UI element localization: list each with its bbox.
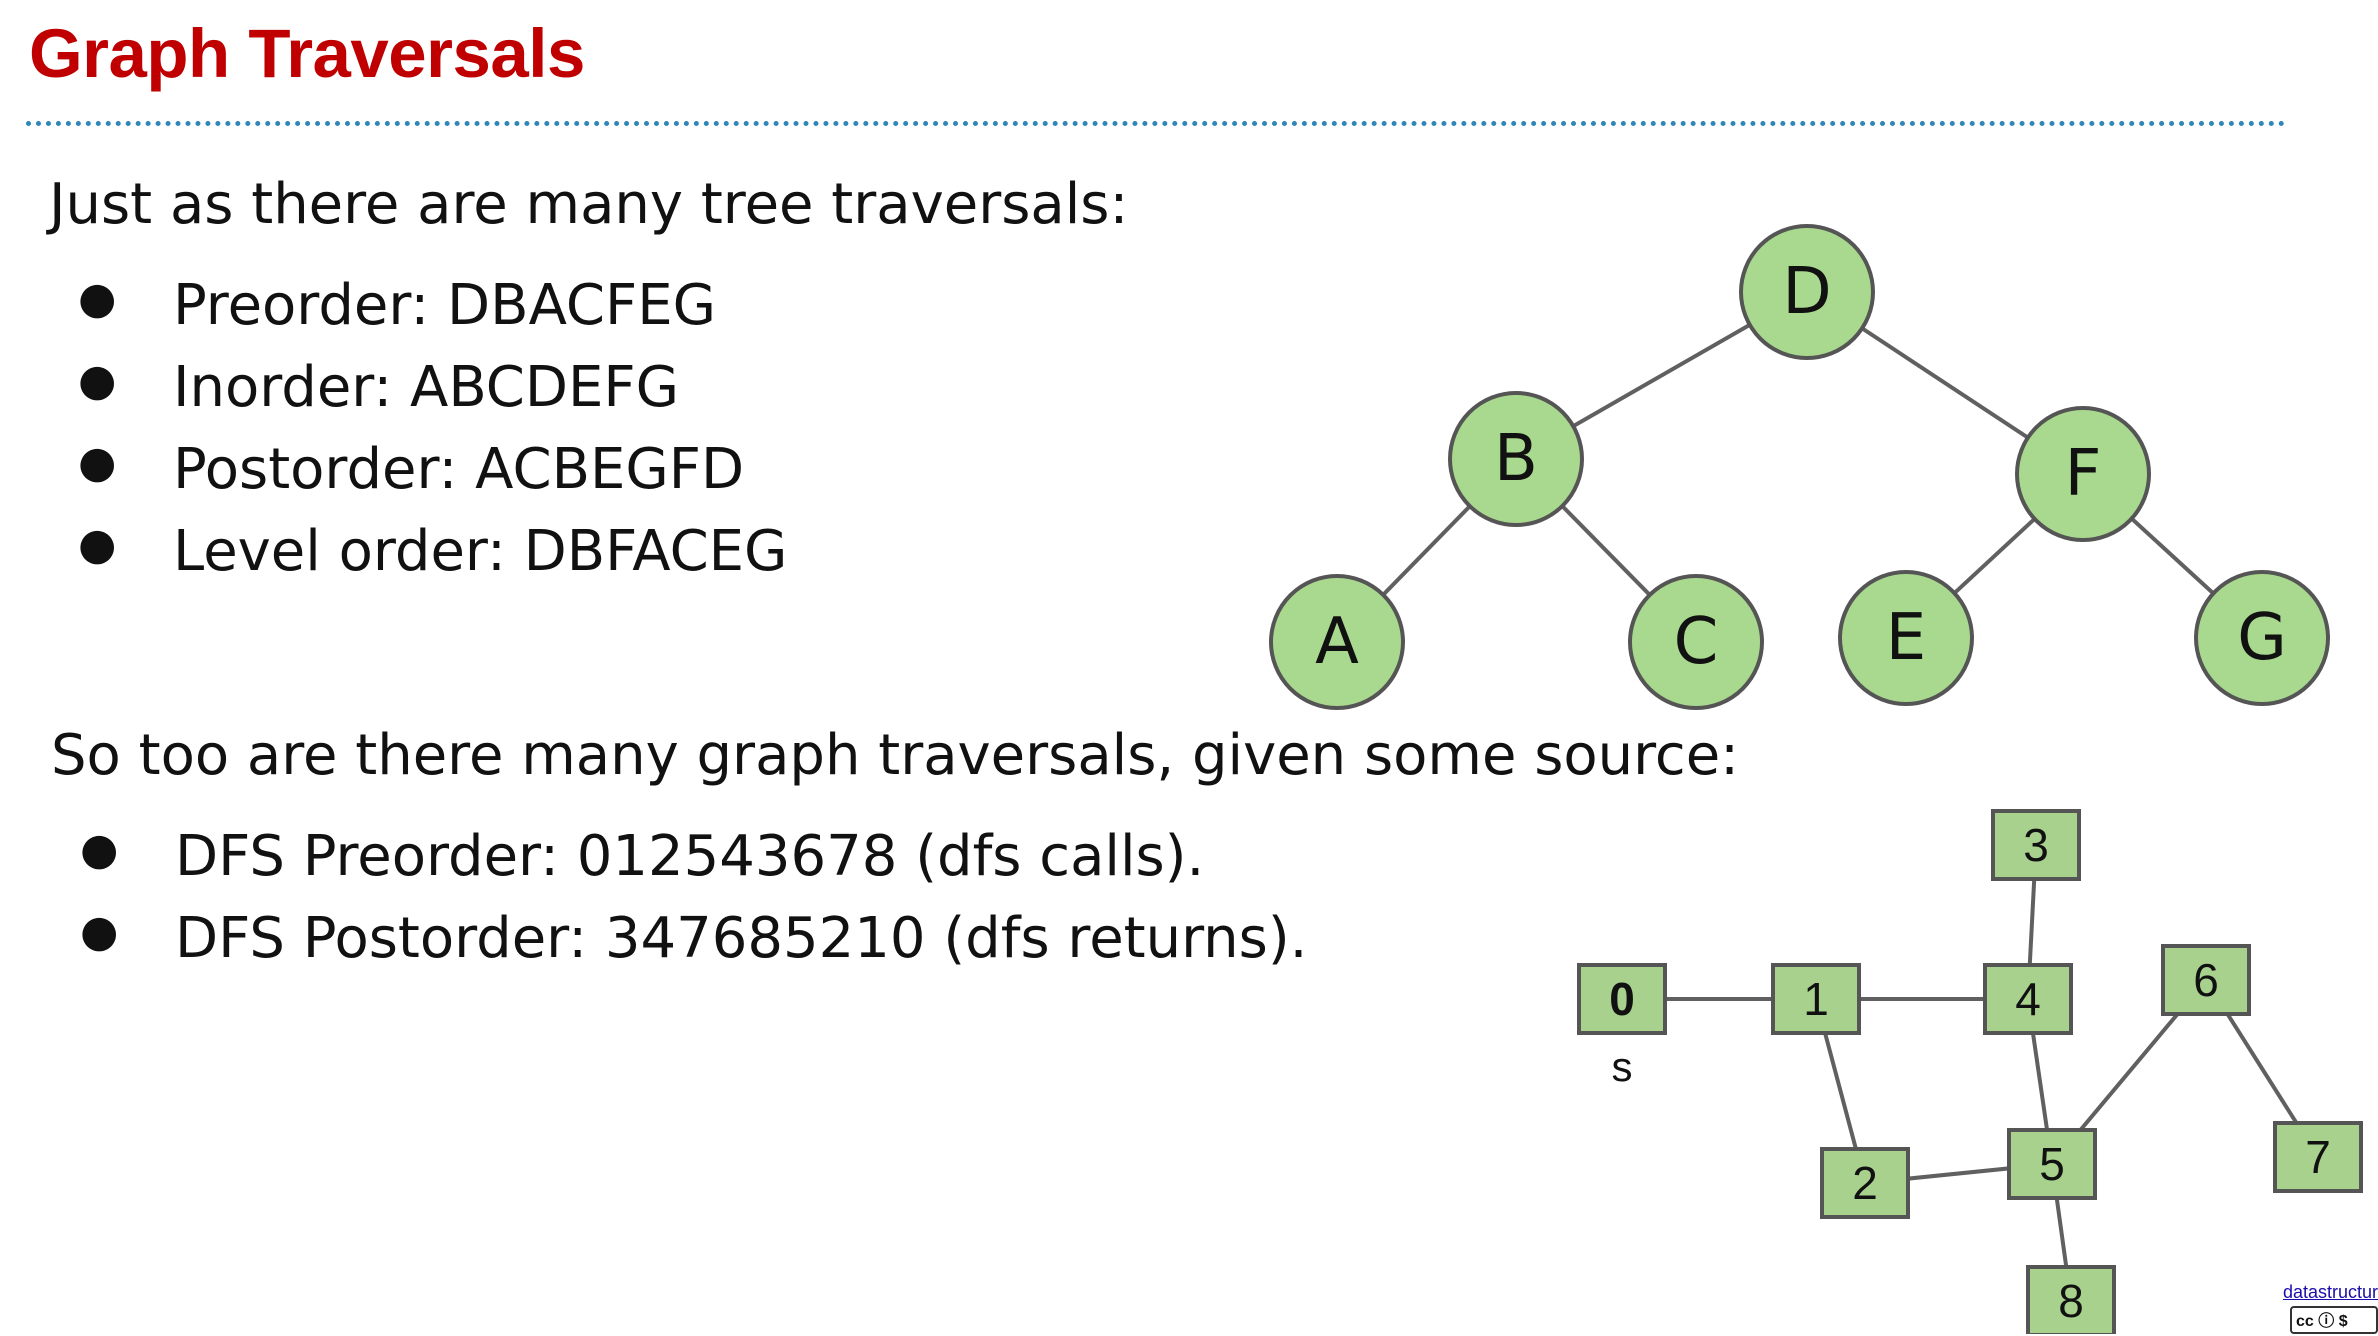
graph-intro-text: So too are there many graph traversals, … xyxy=(51,723,1740,788)
tree-node-circle xyxy=(2194,570,2330,706)
graph-node-label: 5 xyxy=(2039,1138,2065,1190)
tree-intro-text: Just as there are many tree traversals: xyxy=(49,172,1129,237)
bullet-icon: ● xyxy=(78,519,117,570)
source-label: s xyxy=(1612,1043,1633,1090)
tree-node-G: G xyxy=(2194,570,2330,706)
tree-traversal-item: ● Preorder: DBACFEG xyxy=(78,273,787,355)
graph-node-2: 2 xyxy=(1820,1147,1910,1219)
tree-node-circle xyxy=(1628,574,1764,710)
graph-node-box xyxy=(2026,1265,2116,1334)
tree-node-label: F xyxy=(2065,437,2102,511)
graph-node-label: 2 xyxy=(1852,1157,1878,1209)
tree-node-circle xyxy=(1448,391,1584,527)
tree-traversal-list: ● Preorder: DBACFEG ● Inorder: ABCDEFG ● Po… xyxy=(78,273,788,601)
traversal-text: Postorder: ACBEGFD xyxy=(173,437,745,502)
graph-traversal-item: ● DFS Preorder: 012543678 (dfs calls). xyxy=(80,824,1307,906)
bullet-icon: ● xyxy=(78,273,117,324)
graph-node-1: 1 xyxy=(1771,963,1861,1035)
graph-node-box xyxy=(1991,809,2081,881)
graph-node-4: 4 xyxy=(1983,963,2073,1035)
graph-node-box xyxy=(1983,963,2073,1035)
graph-traversal-item: ● DFS Postorder: 347685210 (dfs returns). xyxy=(80,906,1308,988)
graph-node-8: 8 xyxy=(2026,1265,2116,1334)
graph-node-box xyxy=(2161,944,2251,1016)
tree-node-A: A xyxy=(1269,574,1405,710)
tree-node-F: F xyxy=(2015,406,2151,542)
graph-node-label: 0 xyxy=(1609,973,1635,1025)
slide-title: Graph Traversals xyxy=(29,15,585,92)
graph-node-label: 1 xyxy=(1803,973,1829,1025)
license-link[interactable]: datastructur xyxy=(2283,1282,2378,1302)
tree-node-label: A xyxy=(1315,605,1359,679)
graph-node-label: 7 xyxy=(2305,1131,2331,1183)
tree-node-E: E xyxy=(1838,570,1974,706)
graph-node-3: 3 xyxy=(1991,809,2081,881)
graph-node-box xyxy=(2007,1128,2097,1200)
tree-traversal-item: ● Level order: DBFACEG xyxy=(78,519,788,601)
traversal-text: DFS Postorder: 347685210 (dfs returns). xyxy=(175,906,1308,971)
tree-node-C: C xyxy=(1628,574,1764,710)
graph-node-label: 3 xyxy=(2023,819,2049,871)
graph-node-box xyxy=(1577,963,1667,1035)
traversal-text: Inorder: ABCDEFG xyxy=(173,355,679,420)
graph-node-label: 8 xyxy=(2058,1275,2084,1327)
graph-node-7: 7 xyxy=(2273,1121,2363,1193)
tree-traversal-item: ● Postorder: ACBEGFD xyxy=(78,437,787,519)
graph-traversal-list: ● DFS Preorder: 012543678 (dfs calls). ● D… xyxy=(80,824,1308,988)
traversal-text: DFS Preorder: 012543678 (dfs calls). xyxy=(175,824,1205,889)
graph-node-5: 5 xyxy=(2007,1128,2097,1200)
tree-node-label: C xyxy=(1674,605,1719,679)
cc-license-icon: cc ⓘ $ xyxy=(2290,1306,2378,1334)
graph-node-6: 6 xyxy=(2161,944,2251,1016)
graph-node-box xyxy=(1771,963,1861,1035)
tree-node-label: D xyxy=(1782,255,1831,329)
traversal-text: Level order: DBFACEG xyxy=(173,519,788,584)
graph-node-box xyxy=(2273,1121,2363,1193)
tree-node-label: G xyxy=(2237,601,2287,675)
bullet-icon: ● xyxy=(80,824,119,875)
graph-node-box xyxy=(1820,1147,1910,1219)
traversal-text: Preorder: DBACFEG xyxy=(173,273,716,338)
bullet-icon: ● xyxy=(78,437,117,488)
tree-node-label: E xyxy=(1886,601,1926,675)
tree-node-label: B xyxy=(1494,422,1538,496)
bullet-icon: ● xyxy=(80,906,119,957)
bullet-icon: ● xyxy=(78,355,117,406)
graph-node-label: 4 xyxy=(2015,973,2041,1025)
tree-node-D: D xyxy=(1739,224,1875,360)
tree-node-circle xyxy=(2015,406,2151,542)
tree-node-circle xyxy=(1838,570,1974,706)
title-divider xyxy=(26,121,2286,126)
graph-node-0: 0 xyxy=(1577,963,1667,1035)
graph-node-label: 6 xyxy=(2193,954,2219,1006)
tree-traversal-item: ● Inorder: ABCDEFG xyxy=(78,355,787,437)
tree-node-circle xyxy=(1739,224,1875,360)
tree-node-B: B xyxy=(1448,391,1584,527)
tree-node-circle xyxy=(1269,574,1405,710)
